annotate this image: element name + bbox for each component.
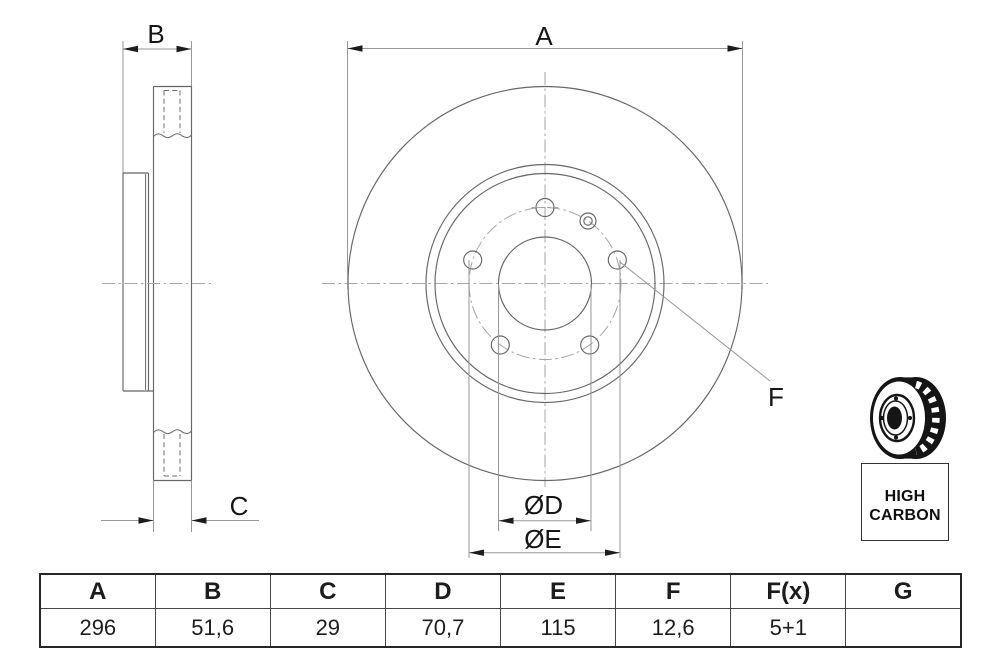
arrowhead (123, 45, 138, 53)
value-fx: 5+1 (730, 608, 847, 648)
col-header-d: D (384, 573, 502, 609)
arrowhead (347, 45, 363, 52)
badge-line-2: CARBON (869, 507, 941, 524)
dim-label-a: A (535, 21, 553, 51)
cross-section-view: B (101, 19, 259, 532)
dim-label-e: ØE (524, 524, 562, 554)
icon-bolt-dot (893, 435, 899, 440)
high-carbon-badge: HIGH CARBON (861, 463, 949, 541)
table-header-row: A B C D E F F(x) G (39, 573, 962, 609)
center-bore-circle (497, 236, 593, 331)
hat-rim-outer-circle (425, 163, 665, 404)
col-header-c: C (269, 573, 386, 609)
leader-line-f (619, 261, 771, 382)
arrowhead (191, 517, 207, 524)
dim-label-b: B (147, 19, 164, 49)
value-c: 29 (269, 608, 386, 648)
col-header-b: B (154, 573, 271, 609)
value-f: 12,6 (615, 608, 732, 648)
value-a: 296 (39, 608, 156, 648)
dim-label-f: F (768, 382, 784, 412)
bolt-hole (490, 335, 510, 355)
value-d: 70,7 (384, 608, 502, 648)
arrowhead (576, 517, 591, 524)
pin-hole-inner (583, 216, 593, 226)
break-line (153, 429, 192, 435)
disc-icon-silhouette (870, 377, 946, 459)
col-header-fx: F(x) (730, 573, 847, 609)
break-line (153, 133, 192, 139)
icon-center-bore (887, 406, 902, 430)
bolt-hole (607, 250, 627, 270)
front-view: A ØD ØE F (322, 21, 784, 558)
bolt-hole (580, 335, 600, 355)
icon-bolt-dot (907, 415, 913, 421)
pin-hole-outer (579, 212, 597, 230)
icon-bolt-dot (893, 396, 899, 401)
bolt-circle (468, 207, 622, 360)
dim-label-d: ØD (524, 490, 563, 520)
arrowhead (498, 517, 514, 524)
col-header-f: F (615, 573, 732, 609)
value-e: 115 (499, 608, 617, 648)
badge-line-1: HIGH (884, 488, 926, 505)
arrowhead (605, 549, 620, 556)
bolt-hole (463, 250, 483, 270)
col-header-a: A (39, 573, 156, 609)
arrowhead (727, 45, 743, 52)
value-b: 51,6 (154, 608, 271, 648)
value-g (845, 608, 962, 648)
table-value-row: 296 51,6 29 70,7 115 12,6 5+1 (39, 608, 962, 648)
arrowhead (176, 45, 192, 53)
dimension-table: A B C D E F F(x) G 296 51,6 29 70,7 115 … (39, 573, 962, 648)
dim-label-c: C (230, 491, 249, 521)
hat-rim-inner-circle (434, 172, 656, 395)
icon-bolt-dot (879, 415, 885, 421)
vent-slots (914, 380, 940, 456)
brake-disc-icon (870, 377, 946, 459)
arrowhead (138, 517, 154, 524)
arrowhead (469, 549, 484, 556)
col-header-e: E (499, 573, 617, 609)
col-header-g: G (845, 573, 962, 609)
